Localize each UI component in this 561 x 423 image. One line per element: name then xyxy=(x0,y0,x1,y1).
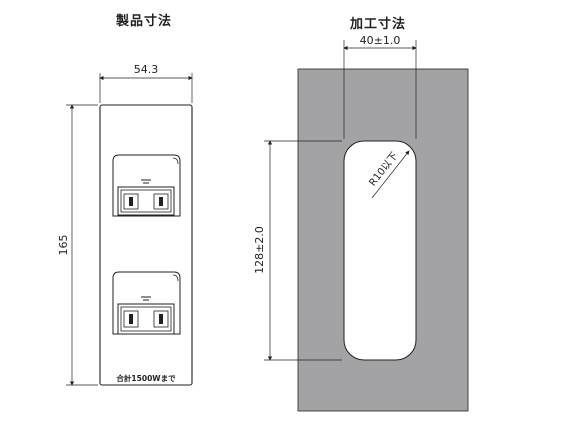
cutout-opening xyxy=(343,140,417,361)
outlet-upper-slot-left xyxy=(129,197,133,206)
cutout-drawing: 40±1.0 128±2.0 R10以下 xyxy=(253,34,469,412)
load-limit-note: 合計1500Wまで xyxy=(116,373,176,383)
product-drawing: 54.3 165 xyxy=(57,63,193,386)
cutout-width-label: 40±1.0 xyxy=(360,34,401,47)
corner-radius-leader xyxy=(371,150,410,199)
product-height-label: 165 xyxy=(57,235,70,256)
product-faceplate xyxy=(99,104,193,386)
outlet-lower-slot-right xyxy=(159,314,163,324)
product-width-label: 54.3 xyxy=(134,63,159,76)
cutout-dimensions-title: 加工寸法 xyxy=(350,17,407,32)
outlet-upper-slot-right xyxy=(159,197,163,206)
cutout-height-label: 128±2.0 xyxy=(253,226,266,274)
product-dimensions-title: 製品寸法 xyxy=(116,14,173,29)
outlet-upper xyxy=(112,154,181,217)
outlet-lower-slot-left xyxy=(129,314,133,324)
outlet-lower xyxy=(112,271,181,335)
